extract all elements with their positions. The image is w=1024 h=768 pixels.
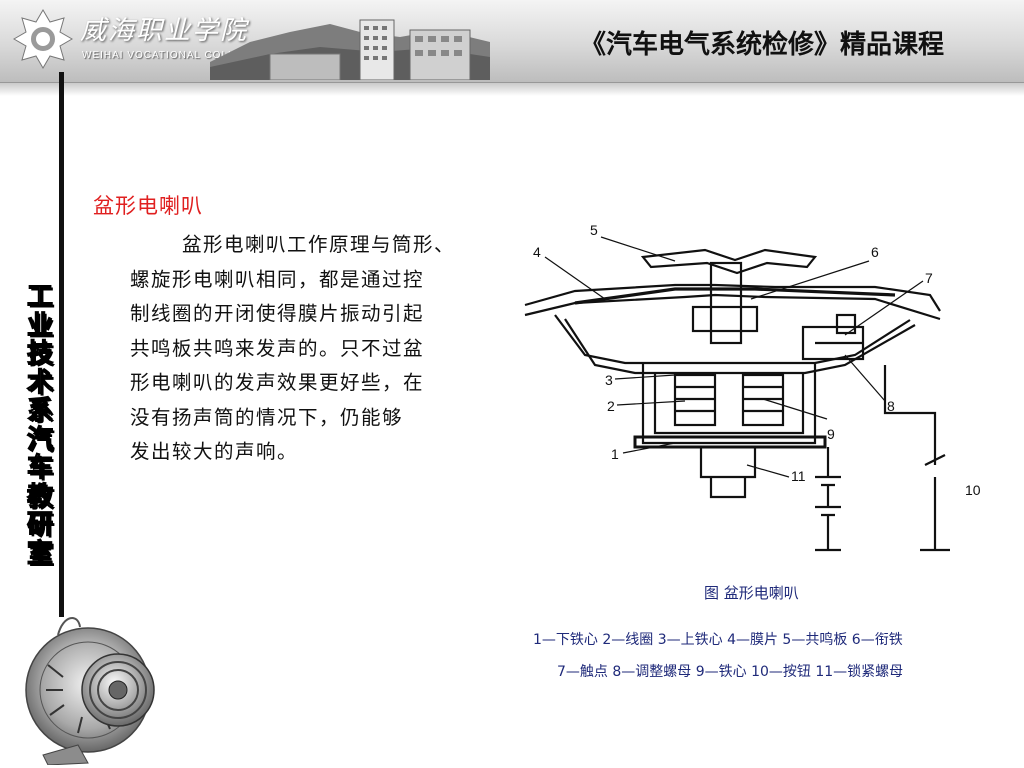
college-name-cn: 威海职业学院	[80, 16, 249, 46]
horn-diagram: 5 4 6 7 3 2 1 8 9 11 10	[524, 222, 981, 552]
header-banner: 威海职业学院 WEIHAI VOCATIONAL COLLEGE 《汽车电气系统…	[0, 0, 1024, 83]
alternator-image	[25, 617, 155, 765]
sidebar-divider	[59, 72, 64, 617]
figure-legend-line: 7—触点 8—调整螺母 9—铁心 10—按钮 11—锁紧螺母	[557, 664, 904, 680]
callout-7: 7	[925, 270, 933, 286]
callout-1: 1	[611, 446, 619, 462]
college-name-en: WEIHAI VOCATIONAL COLLEGE	[82, 50, 259, 61]
campus-photo	[210, 19, 490, 80]
callout-3: 3	[605, 372, 613, 388]
callout-9: 9	[827, 426, 835, 442]
paragraph-line: 共鸣板共鸣来发声的。只不过盆	[130, 336, 425, 360]
paragraph-line: 螺旋形电喇叭相同，都是通过控	[130, 267, 425, 291]
figure-legend-line: 1—下铁心 2—线圈 3—上铁心 4—膜片 5—共鸣板 6—衔铁	[533, 632, 903, 648]
paragraph-line: 制线圈的开闭使得膜片振动引起	[130, 302, 425, 325]
department-label: 工业技术系汽车教研室	[26, 282, 53, 569]
section-heading: 盆形电喇叭	[93, 194, 203, 218]
callout-2: 2	[607, 398, 615, 414]
callout-6: 6	[871, 244, 879, 260]
course-title: 《汽车电气系统检修》精品课程	[579, 30, 944, 60]
callout-10: 10	[965, 482, 981, 498]
callout-8: 8	[887, 398, 895, 414]
figure-caption: 图 盆形电喇叭	[704, 584, 799, 602]
callout-11: 11	[791, 468, 806, 484]
callout-5: 5	[590, 222, 598, 238]
paragraph-line: 发出较大的声响。	[130, 440, 299, 463]
paragraph-line: 形电喇叭的发声效果更好些，在	[130, 371, 425, 394]
header-shadow	[0, 82, 1024, 96]
body-paragraph: 盆形电喇叭工作原理与筒形、 螺旋形电喇叭相同，都是通过控 制线圈的开闭使得膜片振…	[130, 228, 510, 470]
callout-4: 4	[533, 244, 541, 260]
paragraph-line: 盆形电喇叭工作原理与筒形、	[182, 233, 456, 256]
college-logo-icon	[13, 9, 73, 69]
paragraph-line: 没有扬声筒的情况下，仍能够	[130, 405, 404, 429]
